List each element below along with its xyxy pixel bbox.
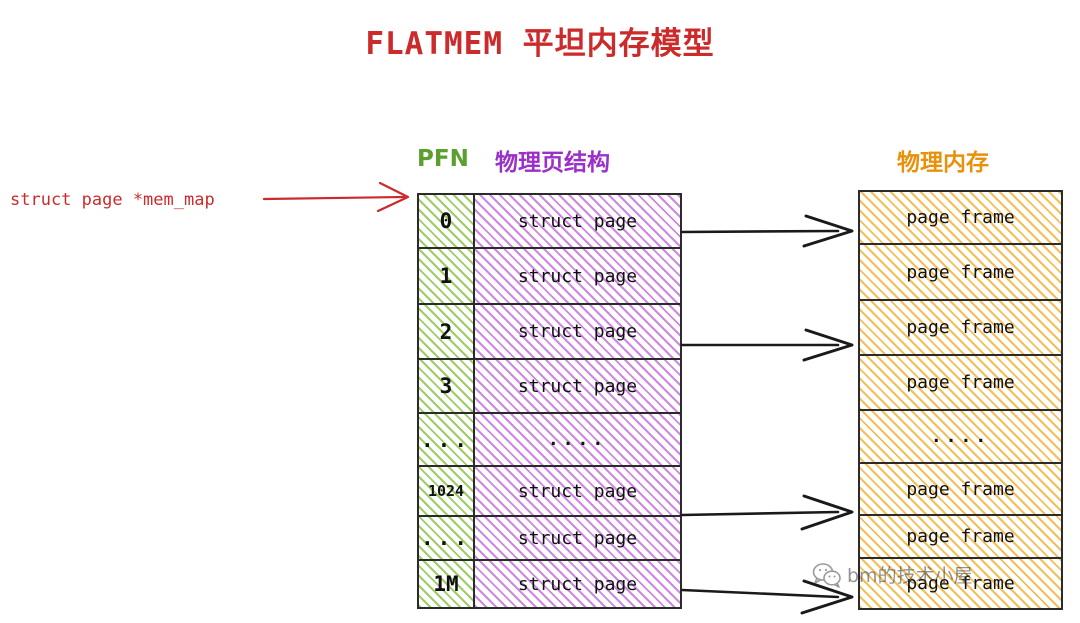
connector-arrow-row-1024 [680,494,854,531]
page-frame-cell: page frame [906,573,1015,594]
pfn-cell: 1M [433,572,459,596]
mem-map-table: 0 1 2 3 ... 1024 ... 1M struct page stru… [417,193,682,609]
page-frame-cell: page frame [860,356,1061,411]
struct-page-cell: struct page [475,249,680,305]
connector-arrow-row-2 [680,328,854,362]
physical-memory-table: page frame page frame page frame page fr… [858,190,1063,610]
right-arrow-icon [262,181,410,213]
pfn-cell-ellipsis: ... [419,414,473,467]
pfn-cell: 2 [419,305,473,360]
struct-page-cell: struct page [475,467,680,517]
page-title: FLATMEM 平坦内存模型 [365,26,715,62]
header-page-struct: 物理页结构 [495,150,610,176]
pfn-cell-ellipsis: ... [419,517,473,561]
struct-page-cell: struct page [475,517,680,561]
pfn-cell: 1 [419,249,473,305]
page-frame-cell: page frame [860,245,1061,301]
page-frame-cell: page frame [860,516,1061,559]
pfn-cell: 1024 [419,467,473,517]
struct-page-cell: struct page [475,305,680,360]
page-frame-cell: page frame [860,464,1061,516]
struct-page-cell-ellipsis: .... [475,414,680,467]
pfn-column: 0 1 2 3 ... 1024 ... 1M [419,195,475,607]
pfn-cell: 0 [419,195,473,249]
page-frame-cell: page frame [860,192,1061,245]
struct-page-cell: struct page [517,573,638,595]
header-pfn: PFN [417,146,469,172]
connector-arrow-row-0 [680,214,854,248]
struct-page-cell: struct page [475,195,680,249]
page-frame-cell: page frame [860,301,1061,356]
pfn-cell: 3 [419,360,473,414]
mem-map-pointer-label: struct page *mem_map [10,190,215,210]
header-physical-memory: 物理内存 [897,150,989,176]
struct-page-column: struct page struct page struct page stru… [475,195,680,607]
page-frame-cell-ellipsis: .... [860,411,1061,464]
struct-page-cell: struct page [475,360,680,414]
connector-arrow-row-1M [680,579,854,615]
